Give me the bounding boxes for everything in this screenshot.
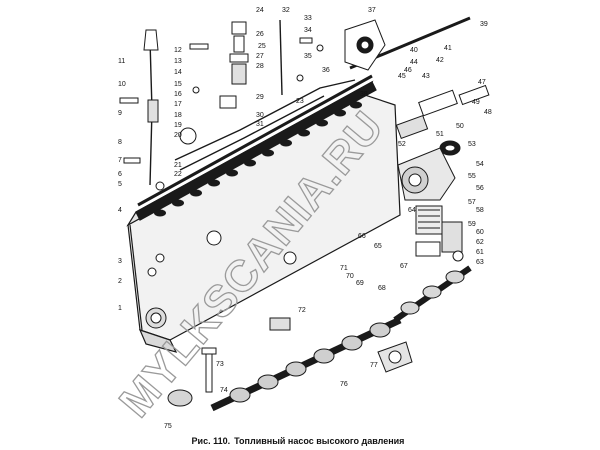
figure-caption: Рис. 110.Топливный насос высокого давлен… [0, 436, 600, 446]
callout-39: 39 [480, 21, 488, 28]
callout-34: 34 [304, 27, 312, 34]
callout-47: 47 [478, 79, 486, 86]
callout-14: 14 [174, 69, 182, 76]
callout-2: 2 [118, 278, 122, 285]
callout-61: 61 [476, 249, 484, 256]
callout-75: 75 [164, 423, 172, 430]
callout-67: 67 [400, 263, 408, 270]
callout-20: 20 [174, 132, 182, 139]
top-gasket [137, 74, 373, 207]
main-camshaft [210, 316, 402, 412]
callout-73: 73 [216, 361, 224, 368]
callout-45: 45 [398, 73, 406, 80]
callout-25: 25 [258, 43, 266, 50]
callout-36: 36 [322, 67, 330, 74]
callout-43: 43 [422, 73, 430, 80]
callout-68: 68 [378, 285, 386, 292]
flange-plate [344, 19, 386, 71]
bearing-cap [377, 341, 413, 373]
figure-number: Рис. 110. [191, 436, 231, 446]
callout-51: 51 [436, 131, 444, 138]
callout-5: 5 [118, 181, 122, 188]
callout-70: 70 [346, 273, 354, 280]
callout-54: 54 [476, 161, 484, 168]
callout-76: 76 [340, 381, 348, 388]
callout-60: 60 [476, 229, 484, 236]
callout-64: 64 [408, 207, 416, 214]
delivery-valve-stack [143, 21, 249, 123]
pump-housing [126, 80, 401, 353]
callout-13: 13 [174, 58, 182, 65]
callout-37: 37 [368, 7, 376, 14]
callout-17: 17 [174, 101, 182, 108]
callout-69: 69 [356, 280, 364, 287]
callout-21: 21 [174, 162, 182, 169]
callout-40: 40 [410, 47, 418, 54]
callout-71: 71 [340, 265, 348, 272]
callout-66: 66 [358, 233, 366, 240]
callout-77: 77 [370, 362, 378, 369]
callout-62: 62 [476, 239, 484, 246]
callout-55: 55 [468, 173, 476, 180]
callout-4: 4 [118, 207, 122, 214]
figure-title: Топливный насос высокого давления [234, 436, 405, 446]
callout-58: 58 [476, 207, 484, 214]
callout-18: 18 [174, 112, 182, 119]
callout-53: 53 [468, 141, 476, 148]
callout-24: 24 [256, 7, 264, 14]
callout-3: 3 [118, 258, 122, 265]
callout-28: 28 [256, 63, 264, 70]
callout-74: 74 [220, 387, 228, 394]
callout-65: 65 [374, 243, 382, 250]
callout-42: 42 [436, 57, 444, 64]
callout-63: 63 [476, 259, 484, 266]
housing-side-holes [145, 230, 297, 329]
callout-48: 48 [484, 109, 492, 116]
callout-44: 44 [410, 59, 418, 66]
plunger-bores [154, 101, 362, 217]
callout-12: 12 [174, 47, 182, 54]
callout-22: 22 [174, 171, 182, 178]
upper-camshaft [393, 265, 472, 323]
callout-32: 32 [282, 7, 290, 14]
callout-16: 16 [174, 91, 182, 98]
callout-19: 19 [174, 122, 182, 129]
callout-72: 72 [298, 307, 306, 314]
callout-33: 33 [304, 15, 312, 22]
callout-41: 41 [444, 45, 452, 52]
callout-38: 38 [360, 91, 368, 98]
callout-31: 31 [256, 121, 264, 128]
callout-52: 52 [398, 141, 406, 148]
callout-15: 15 [174, 81, 182, 88]
callout-7: 7 [118, 157, 122, 164]
callout-9: 9 [118, 110, 122, 117]
callout-labels: 1234567891011121314151617181920212223242… [118, 7, 492, 430]
callout-23: 23 [296, 98, 304, 105]
callout-50: 50 [456, 123, 464, 130]
callout-27: 27 [256, 53, 264, 60]
callout-11: 11 [118, 58, 125, 65]
callout-59: 59 [468, 221, 476, 228]
callout-26: 26 [256, 31, 264, 38]
callout-6: 6 [118, 171, 122, 178]
callout-46: 46 [404, 67, 412, 74]
plug-and-bolt [167, 317, 291, 407]
callout-56: 56 [476, 185, 484, 192]
callout-8: 8 [118, 139, 122, 146]
callout-49: 49 [472, 99, 480, 106]
callout-57: 57 [468, 199, 476, 206]
callout-30: 30 [256, 112, 264, 119]
small-fasteners [119, 37, 324, 191]
callout-35: 35 [304, 53, 312, 60]
governor-parts [395, 84, 490, 262]
callout-29: 29 [256, 94, 264, 101]
callout-1: 1 [118, 305, 122, 312]
callout-10: 10 [118, 81, 126, 88]
